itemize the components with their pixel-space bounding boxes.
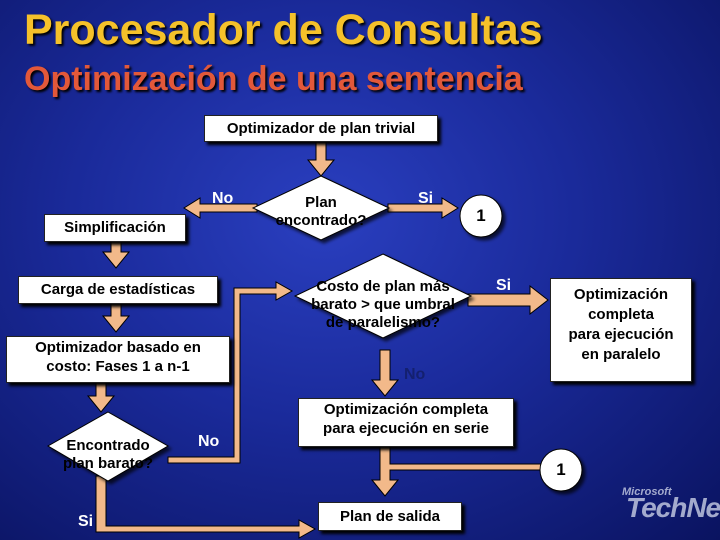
arrow-trivial-to-plan (306, 141, 336, 177)
arrow-threshold-si (467, 284, 549, 316)
arrow-cheap-no (167, 281, 294, 464)
cost-threshold-diamond (293, 253, 473, 339)
edge-label-plan-no: No (212, 190, 234, 207)
serial-optimization-box: Optimización completa para ejecución en … (298, 398, 514, 447)
trivial-optimizer-box: Optimizador de plan trivial (204, 115, 438, 142)
output-plan-box: Plan de salida (318, 502, 462, 531)
cost-threshold-label: Costo de plan más barato > que umbral de… (311, 278, 455, 331)
arrow-cheap-si (95, 475, 317, 539)
edge-label-threshold-si: Si (496, 277, 512, 294)
connector-bottom-label: 1 (556, 460, 566, 479)
parallel-optimization-box: Optimización completa para ejecución en … (550, 278, 692, 382)
cheap-plan-diamond (46, 411, 170, 482)
slide-subtitle: Optimización de una sentencia (24, 60, 523, 98)
trivial-optimizer-label: Optimizador de plan trivial (226, 120, 416, 137)
arrow-simp-to-stats (101, 237, 131, 269)
logo-technet-text: TechNet (626, 492, 720, 523)
statistics-box: Carga de estadísticas (18, 276, 218, 304)
simplification-label: Simplificación (64, 219, 166, 236)
edge-label-threshold-no: No (404, 366, 426, 383)
cost-optimizer-line-1: Optimizador basado en (35, 339, 201, 356)
plan-found-label: Plan encontrado? (275, 194, 367, 229)
simplification-box: Simplificación (44, 214, 186, 242)
connector-top-circle (459, 194, 503, 238)
output-plan-label: Plan de salida (339, 508, 441, 525)
plan-found-diamond (251, 175, 391, 241)
arrow-plan-no (183, 197, 258, 219)
arrow-threshold-no (370, 349, 400, 397)
statistics-label: Carga de estadísticas (40, 281, 196, 298)
edge-label-plan-si: Si (418, 190, 434, 207)
arrow-stats-to-opt (101, 301, 131, 333)
cost-optimizer-line-2: costo: Fases 1 a n-1 (46, 358, 190, 375)
edge-label-cheap-si: Si (78, 513, 94, 530)
arrow-serial-to-output (370, 445, 543, 497)
connector-top-label: 1 (476, 206, 486, 225)
arrow-plan-si (387, 197, 459, 219)
edge-label-cheap-no: No (198, 433, 220, 450)
slide-title: Procesador de Consultas (24, 6, 543, 54)
cheap-plan-label: Encontrado plan barato? (62, 437, 153, 472)
arrow-opt-to-cheap (86, 381, 116, 413)
logo-microsoft-text: Microsoft (622, 486, 672, 498)
cost-optimizer-box: Optimizador basado en costo: Fases 1 a n… (6, 336, 230, 383)
connector-bottom-circle (539, 448, 583, 492)
